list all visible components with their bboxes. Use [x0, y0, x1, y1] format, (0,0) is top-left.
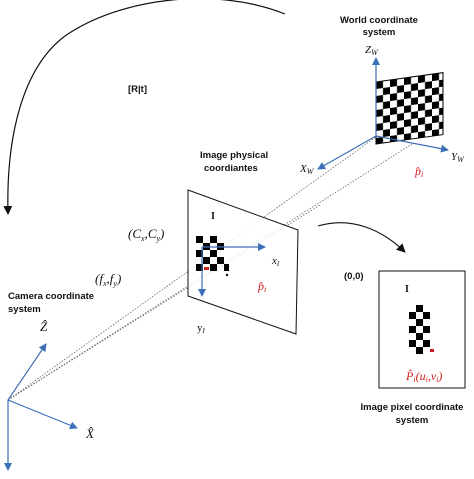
world-point-label: p̂i — [414, 164, 423, 179]
image-physical-plane — [187, 189, 299, 335]
world-y-label: YW — [451, 151, 465, 164]
physical-plane-label: I — [211, 211, 215, 222]
focal-length-label: (fx,fy) — [95, 271, 121, 288]
physical-checkerboard — [196, 236, 229, 271]
world-x-label: XW — [299, 163, 315, 176]
pixel-title-line1: Image pixel coordinate — [361, 402, 464, 413]
pixel-image-box — [378, 270, 466, 389]
pixel-title-line2: system — [396, 415, 429, 426]
principal-point-label: (Cx,Cy) — [128, 226, 164, 243]
camera-z-label: Ẑ — [40, 319, 48, 334]
physical-title-line2: coordiantes — [204, 163, 258, 174]
pixel-plane-label: I — [405, 284, 409, 295]
world-title-line1: World coordinate — [340, 15, 418, 26]
world-title-line2: system — [363, 27, 396, 38]
camera-x-axis — [7, 399, 78, 430]
world-z-label: ZW — [365, 44, 379, 57]
camera-z-axis — [7, 343, 47, 401]
pixel-point-label: P̂i(ui,vi) — [405, 369, 442, 384]
world-checkerboard — [375, 72, 444, 145]
pixel-origin-label: (0,0) — [344, 271, 364, 282]
camera-x-label: X̂ — [85, 426, 95, 441]
physical-origin-marker — [225, 273, 229, 277]
to-pixel-arrow — [317, 222, 406, 253]
physical-point-label: p̂i — [257, 279, 266, 294]
physical-y-label: yI — [197, 322, 206, 335]
world-x-axis — [317, 135, 377, 170]
rotation-translation-label: [R|t] — [128, 84, 147, 95]
rotation-translation-arc — [3, 0, 286, 215]
world-y-axis — [375, 135, 449, 153]
camera-title-line1: Camera coordinate — [8, 291, 94, 302]
physical-title-line1: Image physical — [200, 150, 268, 161]
pixel-checkerboard — [409, 305, 434, 354]
physical-x-label: xI — [271, 255, 280, 268]
camera-title-line2: system — [8, 304, 41, 315]
